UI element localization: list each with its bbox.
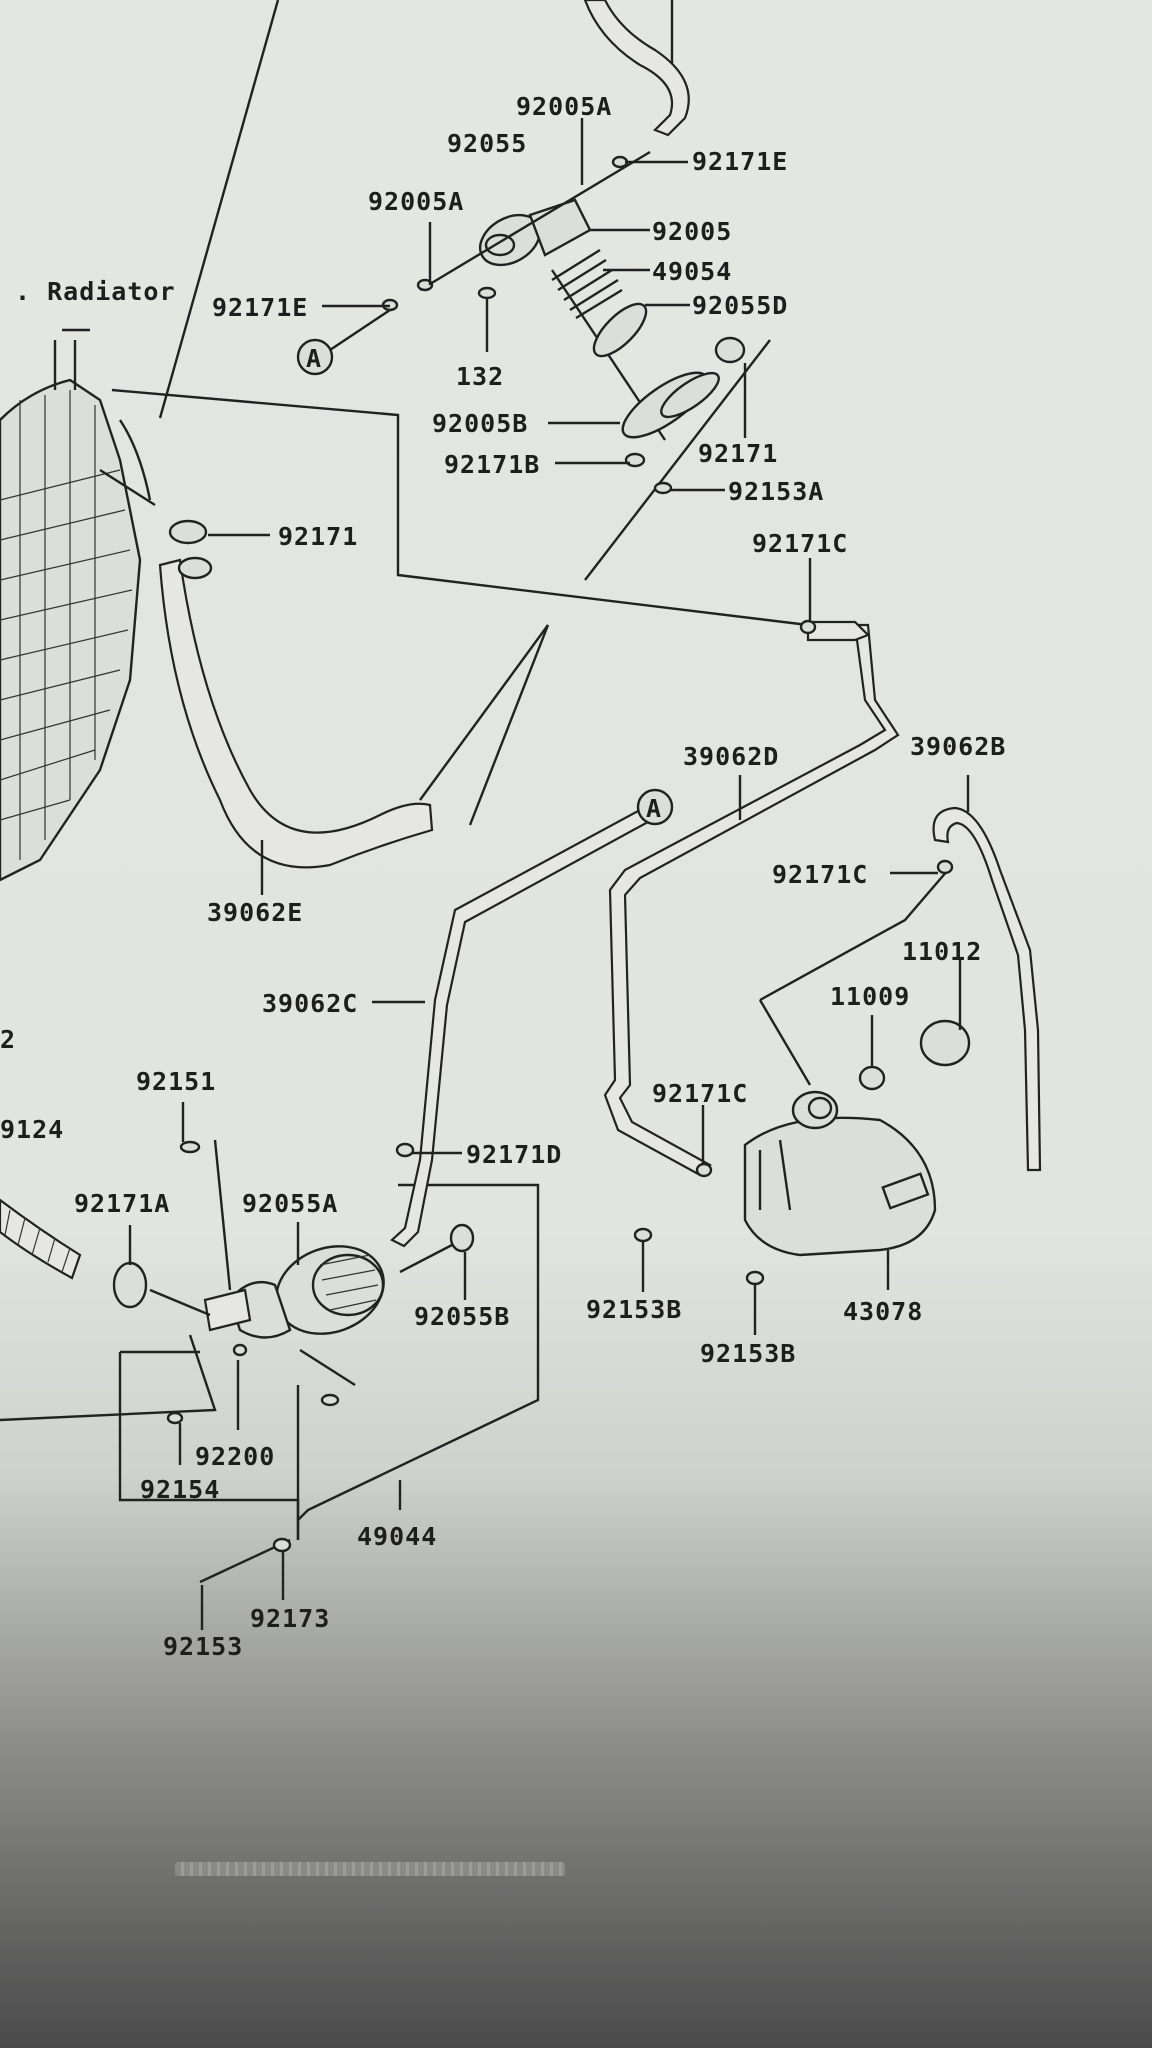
label-43078: 43078 — [843, 1297, 923, 1326]
label-92171E-right: 92171E — [692, 147, 788, 176]
leader-lines — [128, 118, 970, 1630]
label-92200: 92200 — [195, 1442, 275, 1471]
label-92171C-top: 92171C — [752, 529, 848, 558]
ref-marker-a-upper-text: A — [306, 344, 322, 373]
label-92171D: 92171D — [466, 1140, 562, 1169]
label-92171-top: 92171 — [698, 439, 778, 468]
label-92055A: 92055A — [242, 1189, 338, 1218]
hoses — [0, 0, 1042, 1280]
label-92153A: 92153A — [728, 477, 824, 506]
ref-marker-a-lower: A — [636, 788, 674, 826]
label-39062C: 39062C — [262, 989, 358, 1018]
label-92173: 92173 — [250, 1604, 330, 1633]
label-radiator: . Radiator — [15, 277, 176, 306]
label-11012: 11012 — [902, 937, 982, 966]
frame-lines — [0, 0, 948, 1540]
ref-marker-a-upper: A — [296, 309, 391, 376]
label-92005B: 92005B — [432, 409, 528, 438]
label-92171C-low: 92171C — [652, 1079, 748, 1108]
label-49044: 49044 — [357, 1522, 437, 1551]
label-92154: 92154 — [140, 1475, 220, 1504]
label-92005: 92005 — [652, 217, 732, 246]
label-92171C-mid: 92171C — [772, 860, 868, 889]
label-92055D: 92055D — [692, 291, 788, 320]
label-39062D: 39062D — [683, 742, 779, 771]
label-2-partial: 2 — [0, 1025, 16, 1054]
label-49054: 49054 — [652, 257, 732, 286]
reservoir-tank — [743, 1019, 971, 1257]
label-92153B-right: 92153B — [700, 1339, 796, 1368]
label-92005A-mid: 92005A — [368, 187, 464, 216]
label-9124-partial: 9124 — [0, 1115, 64, 1144]
label-92153: 92153 — [163, 1632, 243, 1661]
label-39062B: 39062B — [910, 732, 1006, 761]
ref-marker-a-lower-text: A — [646, 794, 662, 823]
label-92055B: 92055B — [414, 1302, 510, 1331]
label-39062E: 39062E — [207, 898, 303, 927]
label-92171-mid: 92171 — [278, 522, 358, 551]
spring-49054 — [551, 248, 623, 320]
label-92151: 92151 — [136, 1067, 216, 1096]
clamps — [112, 519, 954, 1584]
label-92055: 92055 — [447, 129, 527, 158]
label-11009: 11009 — [830, 982, 910, 1011]
thermostat-assembly — [381, 150, 746, 495]
label-92153B-left: 92153B — [586, 1295, 682, 1324]
blurred-footer-text — [175, 1862, 565, 1876]
label-92171A: 92171A — [74, 1189, 170, 1218]
part-labels: . Radiator 92005A 92055 92171E 92005A 92… — [0, 92, 1006, 1661]
radiator — [0, 328, 156, 882]
label-92171B: 92171B — [444, 450, 540, 479]
label-92171E-left: 92171E — [212, 293, 308, 322]
label-92005A-top: 92005A — [516, 92, 612, 121]
water-pump-assembly — [149, 1223, 475, 1387]
label-132: 132 — [456, 362, 504, 391]
